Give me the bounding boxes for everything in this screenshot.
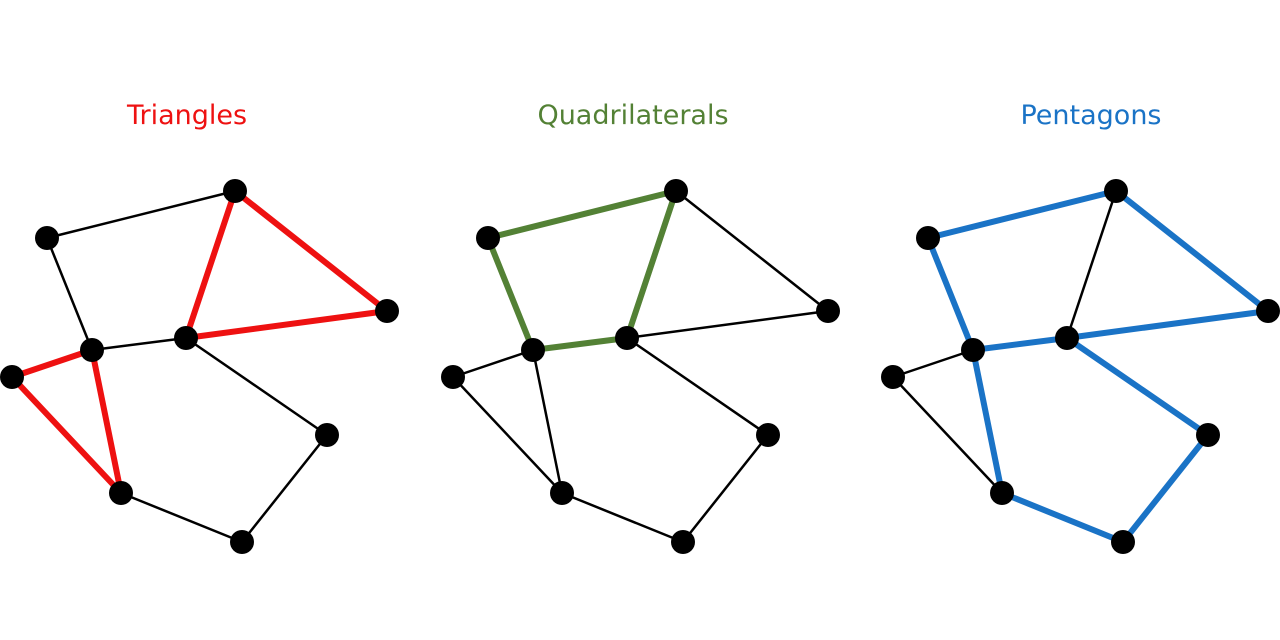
highlighted-edge-e-i: [183, 308, 390, 341]
node-i: [816, 299, 840, 323]
highlighted-edge-g-h: [1120, 432, 1211, 545]
highlighted-edge-b-i: [1113, 188, 1271, 314]
edge-c-d: [451, 348, 535, 379]
highlighted-edge-e-i: [1064, 308, 1271, 341]
edge-c-f: [451, 375, 564, 495]
node-h: [230, 530, 254, 554]
node-g: [1196, 423, 1220, 447]
highlighted-edge-a-b: [925, 188, 1119, 241]
node-a: [916, 226, 940, 250]
node-d: [521, 338, 545, 362]
node-a: [476, 226, 500, 250]
node-b: [664, 179, 688, 203]
node-f: [109, 481, 133, 505]
node-c: [881, 365, 905, 389]
pentagons-panel: [881, 179, 1280, 554]
node-e: [615, 326, 639, 350]
triangles-panel: [0, 179, 399, 554]
highlighted-edge-b-i: [232, 188, 390, 314]
node-g: [315, 423, 339, 447]
pentagons-title: Pentagons: [1020, 100, 1162, 131]
node-f: [990, 481, 1014, 505]
edge-a-b: [45, 189, 237, 240]
node-e: [1055, 326, 1079, 350]
highlighted-edge-d-f: [970, 347, 1005, 496]
highlighted-edge-e-g: [1064, 335, 1211, 438]
highlighted-edge-c-d: [9, 347, 95, 380]
edge-e-i: [625, 309, 830, 340]
edge-d-e: [90, 336, 188, 352]
edge-d-f: [531, 348, 564, 495]
node-a: [35, 226, 59, 250]
node-g: [756, 423, 780, 447]
highlighted-edge-a-d: [485, 235, 536, 353]
edge-c-f: [891, 375, 1004, 495]
node-d: [80, 338, 104, 362]
edge-f-h: [560, 491, 685, 544]
edge-a-d: [45, 236, 94, 352]
triangles-title: Triangles: [126, 100, 248, 131]
highlighted-edge-d-e: [530, 335, 630, 353]
highlighted-edge-a-d: [925, 235, 976, 353]
node-f: [550, 481, 574, 505]
edge-b-i: [674, 189, 830, 313]
edge-e-g: [625, 336, 770, 437]
node-b: [223, 179, 247, 203]
edge-g-h: [681, 433, 770, 544]
node-c: [0, 365, 24, 389]
edge-c-d: [891, 348, 975, 379]
highlighted-edge-b-e: [183, 188, 238, 341]
edge-e-g: [184, 336, 329, 437]
node-h: [671, 530, 695, 554]
edge-g-h: [240, 433, 329, 544]
quadrilaterals-panel: [441, 179, 840, 554]
edge-b-e: [1065, 189, 1118, 340]
node-h: [1111, 530, 1135, 554]
highlighted-edge-d-e: [970, 335, 1070, 353]
node-e: [174, 326, 198, 350]
quadrilaterals-title: Quadrilaterals: [537, 100, 729, 131]
edge-f-h: [119, 491, 244, 544]
node-c: [441, 365, 465, 389]
highlighted-edge-b-e: [624, 188, 679, 341]
highlighted-edge-d-f: [89, 347, 124, 496]
node-i: [375, 299, 399, 323]
node-d: [961, 338, 985, 362]
highlighted-edge-c-f: [9, 374, 124, 496]
node-i: [1256, 299, 1280, 323]
node-b: [1104, 179, 1128, 203]
highlighted-edge-f-h: [999, 490, 1126, 545]
highlighted-edge-a-b: [485, 188, 679, 241]
